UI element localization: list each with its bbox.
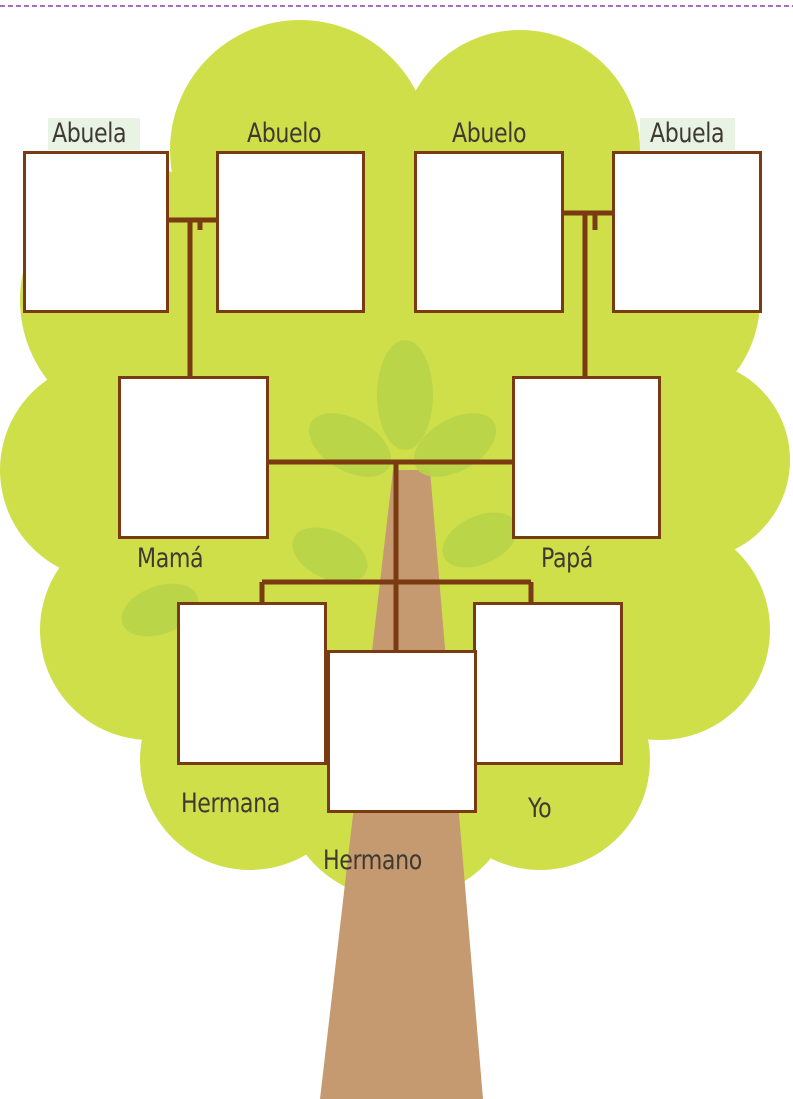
label-me: Yo [528,793,552,824]
label-mother: Mamá [137,543,204,574]
photo-box-grandfather-paternal[interactable] [414,151,564,313]
photo-box-me[interactable] [473,602,623,765]
label-grandfather-paternal: Abuelo [452,118,527,149]
photo-box-grandfather-maternal[interactable] [216,151,365,313]
label-grandmother-maternal: Abuela [52,118,127,149]
label-father: Papá [541,543,593,574]
photo-box-brother[interactable] [327,650,477,813]
photo-box-father[interactable] [512,376,661,539]
photo-box-sister[interactable] [177,602,327,765]
photo-box-grandmother-maternal[interactable] [23,151,169,313]
label-brother: Hermano [323,845,422,876]
photo-box-grandmother-paternal[interactable] [612,151,762,313]
photo-box-mother[interactable] [118,376,269,539]
label-grandfather-maternal: Abuelo [247,118,322,149]
label-grandmother-paternal: Abuela [650,118,725,149]
label-highlight-abuela-left [48,118,140,150]
decorative-leaves [121,340,518,637]
label-highlight-abuela-right [640,118,735,150]
connector-lines [168,210,613,652]
label-sister: Hermana [181,788,280,819]
